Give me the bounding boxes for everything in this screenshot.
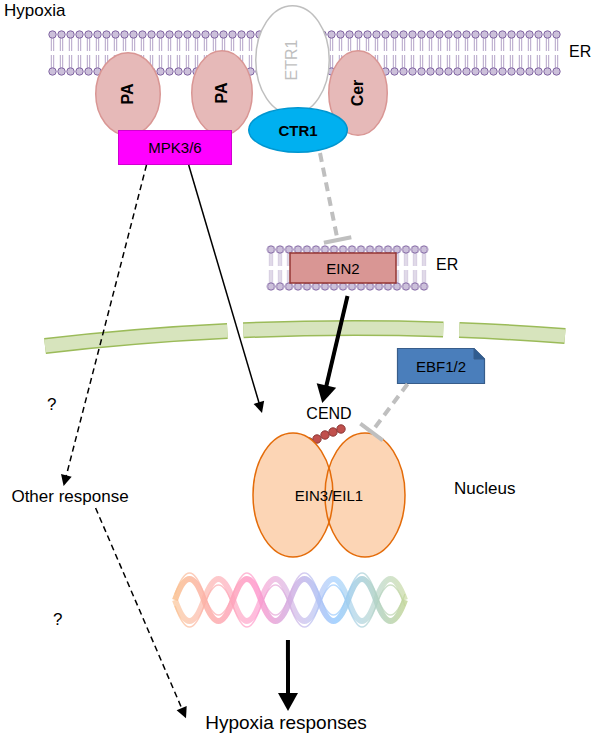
node-label: PA [119,83,137,104]
kinase-box: MPK3/6 [118,130,232,165]
node-label: PA [213,82,231,103]
outcome-text-node: Hypoxia responses [186,711,386,735]
inhibition-connector [320,153,351,243]
node-label: CEND [306,405,351,423]
node-label: ETR1 [284,40,302,81]
node-outline [397,348,485,384]
node-outline [265,240,430,296]
pa-lipid-oval: PA [95,52,161,136]
node-outline [95,52,161,136]
node-outline [255,5,330,115]
node-text-area: EBF1/2 [397,348,485,384]
edge-label: ? [53,610,62,630]
node-text-area: MPK3/6 [118,130,232,165]
node-text-area: PA [191,50,253,136]
node-text-area: Other response [6,486,134,508]
node-outline [191,50,253,136]
transcription-factor-dimer: EIN3/EIL1 [253,432,405,640]
nuclear-envelope [45,328,565,346]
node-text-area: Hypoxia responses [186,711,386,735]
node-label: EBF1/2 [416,358,466,375]
peptide-label: CEND [262,403,396,425]
inhibition-connector [360,384,407,440]
annotation-label: Nucleus [454,479,515,499]
activation-arrow [189,165,264,413]
dashed-arrow [96,508,187,718]
node-text-area: CEND [262,403,396,425]
node-outline [248,107,348,153]
main-pathway-arrow [317,296,348,403]
ceramide-oval: Cer [328,50,388,136]
main-pathway-arrow [278,640,298,711]
node-outline [328,50,388,136]
annotation-label: Hypoxia [4,1,65,21]
edge-label: ? [47,395,56,415]
node-text-area: EIN2 [290,253,396,283]
node-text-area: Cer [328,50,388,136]
node-label: Hypoxia responses [205,712,367,734]
node-label: Cer [349,80,367,107]
kinase-oval: CTR1 [248,107,348,153]
node-label: EIN3/EIL1 [295,487,363,504]
pa-lipid-oval: PA [191,50,253,136]
node-outline [253,432,405,640]
cend-bead-chain [281,425,345,457]
node-outline [118,130,232,165]
annotation-label: ER [436,256,458,274]
node-label: EIN2 [326,260,359,277]
dna-helix [175,573,405,627]
node-label: Other response [11,487,128,507]
annotation-label: ER [569,43,591,61]
receptor-oval: ETR1 [255,5,330,115]
membrane-protein-box: EIN2 [265,240,430,296]
f-box-protein-box: EBF1/2 [397,348,485,384]
node-label: MPK3/6 [148,139,201,156]
er-membrane [48,30,561,76]
response-text-node: Other response [6,486,134,508]
node-text-area: EIN3/EIL1 [253,432,405,558]
dashed-arrow [61,165,146,486]
node-text-area: ETR1 [255,5,330,115]
node-label: CTR1 [278,122,317,139]
node-text-area: PA [95,52,161,136]
node-text-area: CTR1 [248,107,348,153]
